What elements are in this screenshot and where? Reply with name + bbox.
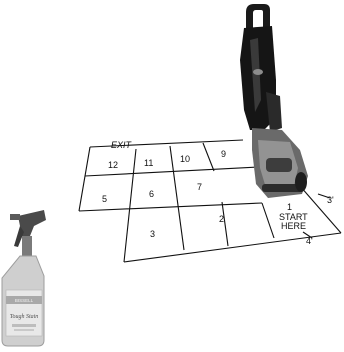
grid-col-line-3b (222, 202, 228, 246)
cell-label-2: 2 (219, 214, 224, 224)
cleaner-logo-badge (253, 69, 263, 75)
grid-col-line-3 (203, 143, 214, 171)
cell-label-9: 9 (221, 149, 226, 159)
carpet-cleaner-illustration (240, 4, 308, 198)
bottle-label-fineprint (12, 324, 36, 327)
exit-label: EXIT (111, 140, 133, 150)
cleaner-brush-housing (266, 158, 292, 172)
cleaner-wheel (295, 172, 307, 192)
grid-right-edge (300, 186, 341, 233)
bottle-brand-text: BISSELL (15, 298, 34, 303)
start-label-line2: HERE (281, 221, 306, 231)
grid-left-edge (79, 147, 90, 211)
dimension-depth-label: 3' (327, 195, 334, 205)
bottle-neck (22, 236, 32, 256)
cell-label-3: 3 (150, 229, 155, 239)
cell-label-12: 12 (108, 160, 118, 170)
cell-label-11: 11 (144, 158, 153, 168)
cell-label-10: 10 (180, 154, 190, 164)
cell-label-1: 1 (287, 202, 292, 212)
cell-label-7: 7 (197, 182, 202, 192)
spray-bottle-illustration: BISSELL Tough Stain (2, 210, 46, 346)
cell-label-5: 5 (102, 194, 107, 204)
bottle-product-name: Tough Stain (10, 314, 39, 320)
bottle-nozzle-tip (10, 214, 20, 220)
cell-label-6: 6 (149, 189, 154, 199)
cleaner-tank (266, 92, 282, 132)
grid-col-line-1 (124, 149, 136, 262)
grid-row-line-2 (79, 203, 262, 211)
grid-col-line-4 (262, 203, 274, 238)
bottle-label-fineprint-2 (14, 329, 34, 331)
cleaner-handle (246, 4, 270, 30)
dimension-width-label: 4' (306, 236, 313, 246)
